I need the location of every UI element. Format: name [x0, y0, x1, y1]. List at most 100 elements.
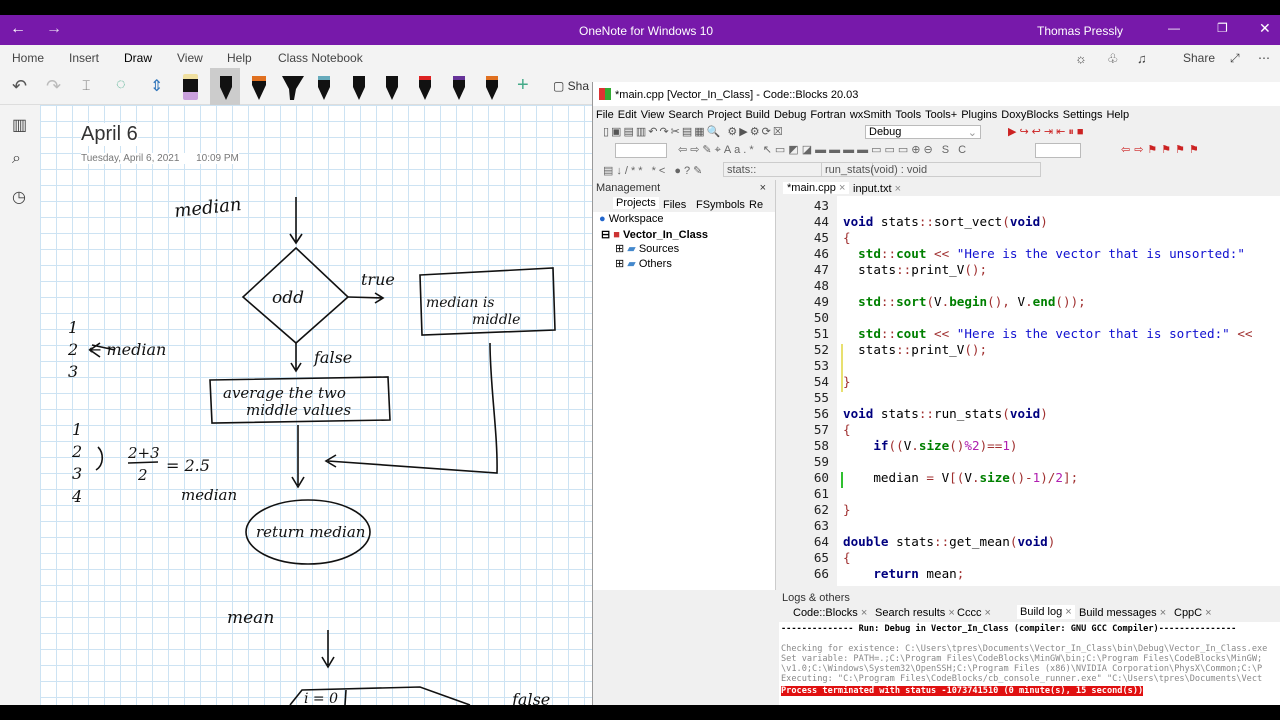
expand-icon[interactable]: ⤢ [1230, 51, 1240, 65]
menu-edit[interactable]: Edit [617, 109, 637, 121]
lightbulb-icon[interactable]: ♧ [1107, 51, 1119, 66]
code-line[interactable]: 52 stats::print_V(); [779, 342, 1253, 358]
close-icon[interactable]: × [981, 607, 991, 619]
bookmark-icons[interactable]: ⇦⇨⚑⚑⚑⚑ [1121, 144, 1203, 156]
tree-others[interactable]: ⊞ ▰ Others [615, 258, 672, 270]
tab-home[interactable]: Home [12, 51, 45, 65]
code-line[interactable]: 59 [779, 454, 1253, 470]
tab-main-cpp[interactable]: *main.cpp × [783, 182, 850, 194]
close-icon[interactable]: × [759, 182, 766, 194]
close-icon[interactable]: × [945, 607, 955, 619]
tree-workspace[interactable]: ● Workspace [599, 213, 664, 225]
log-tab-codeblocks[interactable]: Code::Blocks × [793, 607, 867, 619]
bell-icon[interactable]: ♫ [1137, 51, 1147, 66]
code-line[interactable]: 48 [779, 278, 1253, 294]
log-tab-buildlog[interactable]: Build log × [1017, 605, 1075, 619]
close-button[interactable]: ✕ [1259, 20, 1271, 36]
code-line[interactable]: 50 [779, 310, 1253, 326]
tab-fsymbols[interactable]: FSymbols [696, 199, 745, 211]
menu-plugins[interactable]: Plugins [961, 109, 998, 121]
debug-toolbar-icons[interactable]: ▶↪↩⇥⇤⏸■ [1008, 126, 1087, 138]
back-arrow-icon[interactable]: ← [10, 20, 26, 37]
page-title[interactable]: April 6 [81, 123, 138, 146]
menu-file[interactable]: File [596, 109, 614, 121]
note-page[interactable]: April 6 Tuesday, April 6, 2021 10:09 PM … [40, 105, 592, 705]
tab-help[interactable]: Help [227, 51, 252, 65]
redo-icon[interactable]: ↷ [46, 76, 62, 96]
tab-view[interactable]: View [177, 51, 203, 65]
scope-select[interactable]: stats:: [723, 162, 873, 177]
code-line[interactable]: 53 [779, 358, 1253, 374]
close-icon[interactable]: × [1062, 606, 1072, 618]
menu-fortran[interactable]: Fortran [810, 109, 846, 121]
doxy-toolbar-icons[interactable]: ▤↓/** *< ●?✎ [603, 165, 706, 177]
nav-toolbar-icons[interactable]: ⇦⇨✎⌖Aa.* ↖▭◩◪▬▬▬▬▭▭▭⊕⊖ S C [678, 144, 970, 156]
code-line[interactable]: 45{ [779, 230, 1253, 246]
function-select[interactable]: run_stats(void) : void [821, 162, 1041, 177]
log-tab-searchresults[interactable]: Search results × [875, 607, 955, 619]
add-space-icon[interactable]: ⇕ [150, 78, 164, 95]
menu-tools[interactable]: Tools [895, 109, 922, 121]
menu-doxyblocks[interactable]: DoxyBlocks [1001, 109, 1059, 121]
share-button[interactable]: Share [1183, 51, 1216, 65]
code-line[interactable]: 65{ [779, 550, 1253, 566]
menu-project[interactable]: Project [707, 109, 742, 121]
code-line[interactable]: 46 std::cout << "Here is the vector that… [779, 246, 1253, 262]
code-line[interactable]: 51 std::cout << "Here is the vector that… [779, 326, 1253, 342]
undo-icon[interactable]: ↶ [12, 76, 28, 96]
menu-settings[interactable]: Settings [1062, 109, 1103, 121]
code-line[interactable]: 49 std::sort(V.begin(), V.end()); [779, 294, 1253, 310]
recent-icon[interactable]: ◷ [12, 189, 26, 206]
close-icon[interactable]: × [1202, 607, 1212, 619]
code-line[interactable]: 62} [779, 502, 1253, 518]
menu-build[interactable]: Build [745, 109, 770, 121]
code-line[interactable]: 55 [779, 390, 1253, 406]
tab-resources[interactable]: Re [749, 199, 764, 211]
close-icon[interactable]: × [857, 607, 868, 619]
code-line[interactable]: 54} [779, 374, 1253, 390]
log-tab-cppc[interactable]: CppC × [1174, 607, 1212, 619]
tree-sources[interactable]: ⊞ ▰ Sources [615, 243, 680, 255]
zoom-combo[interactable] [1035, 143, 1081, 158]
menu-help[interactable]: Help [1106, 109, 1130, 121]
close-icon[interactable]: × [838, 182, 846, 194]
tab-projects[interactable]: Projects [613, 197, 659, 209]
notebooks-icon[interactable]: ▥ [12, 117, 28, 134]
forward-arrow-icon[interactable]: → [46, 20, 62, 37]
code-line[interactable]: 43 [779, 198, 1253, 214]
tab-insert[interactable]: Insert [69, 51, 100, 65]
menu-tools[interactable]: Tools+ [925, 109, 958, 121]
menu-search[interactable]: Search [668, 109, 704, 121]
shapes-button[interactable]: ▢ Sha [553, 79, 590, 93]
file-toolbar-icons[interactable]: ▯▣▤▥↶↷✂▤▦🔍 ⚙▶⚙⟳☒ [603, 126, 785, 138]
minimize-button[interactable]: — [1168, 21, 1180, 35]
code-line[interactable]: 66 return mean; [779, 566, 1253, 582]
code-line[interactable]: 57{ [779, 422, 1253, 438]
code-line[interactable]: 60 median = V[(V.size()-1)/2]; [779, 470, 1253, 486]
more-icon[interactable]: ⋯ [1258, 51, 1270, 65]
tab-input-txt[interactable]: input.txt × [853, 183, 901, 195]
code-line[interactable]: 47 stats::print_V(); [779, 262, 1253, 278]
add-pen-button[interactable]: + [517, 74, 529, 96]
menu-wxsmith[interactable]: wxSmith [849, 109, 892, 121]
menu-debug[interactable]: Debug [773, 109, 807, 121]
log-tab-cccc[interactable]: Cccc × [957, 607, 991, 619]
log-tab-buildmessages[interactable]: Build messages × [1079, 607, 1166, 619]
lasso-select-icon[interactable]: ◌ [116, 76, 126, 93]
build-target-select[interactable]: Debug⌄ [865, 125, 981, 139]
maximize-button[interactable]: ❐ [1217, 21, 1228, 35]
tab-class-notebook[interactable]: Class Notebook [278, 51, 363, 65]
menu-view[interactable]: View [640, 109, 665, 121]
search-combo[interactable] [615, 143, 667, 158]
user-name[interactable]: Thomas Pressly [1037, 24, 1124, 38]
notifications-icon[interactable]: ☼ [1075, 51, 1087, 66]
code-line[interactable]: 58 if((V.size()%2)==1) [779, 438, 1253, 454]
code-line[interactable]: 63 [779, 518, 1253, 534]
code-line[interactable]: 61 [779, 486, 1253, 502]
tree-project[interactable]: ⊟ ■ Vector_In_Class [601, 229, 708, 241]
search-icon[interactable]: ⌕ [12, 150, 21, 167]
